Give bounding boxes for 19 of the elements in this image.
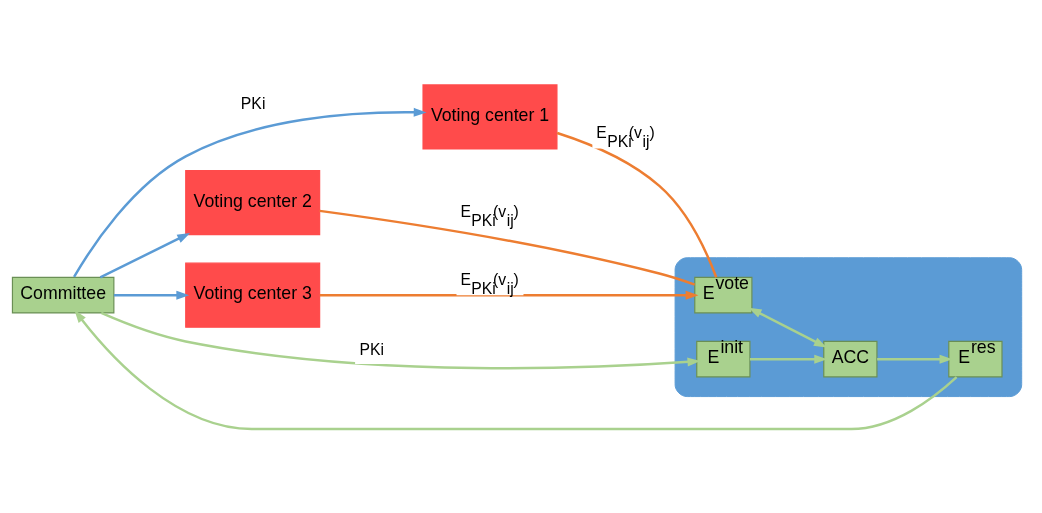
arrow bbox=[749, 354, 828, 364]
connector bbox=[556, 131, 718, 278]
arrow bbox=[100, 311, 701, 369]
arrow bbox=[319, 290, 699, 300]
edge-label: PKi bbox=[359, 340, 385, 358]
arrow bbox=[877, 354, 953, 364]
node-box: ACC bbox=[823, 340, 878, 377]
arrow bbox=[73, 107, 427, 278]
node-box: Voting center 3 bbox=[185, 262, 321, 328]
node-box: Voting center 2 bbox=[185, 169, 321, 235]
arrow bbox=[99, 232, 191, 278]
cluster bbox=[674, 256, 1023, 397]
arrow bbox=[74, 309, 958, 430]
connector bbox=[319, 209, 696, 286]
node-box: Committee bbox=[11, 276, 115, 313]
arrow bbox=[748, 307, 827, 348]
node-box: Voting center 1 bbox=[422, 83, 558, 150]
edge-label: PKi bbox=[240, 94, 266, 112]
arrow bbox=[113, 290, 190, 300]
